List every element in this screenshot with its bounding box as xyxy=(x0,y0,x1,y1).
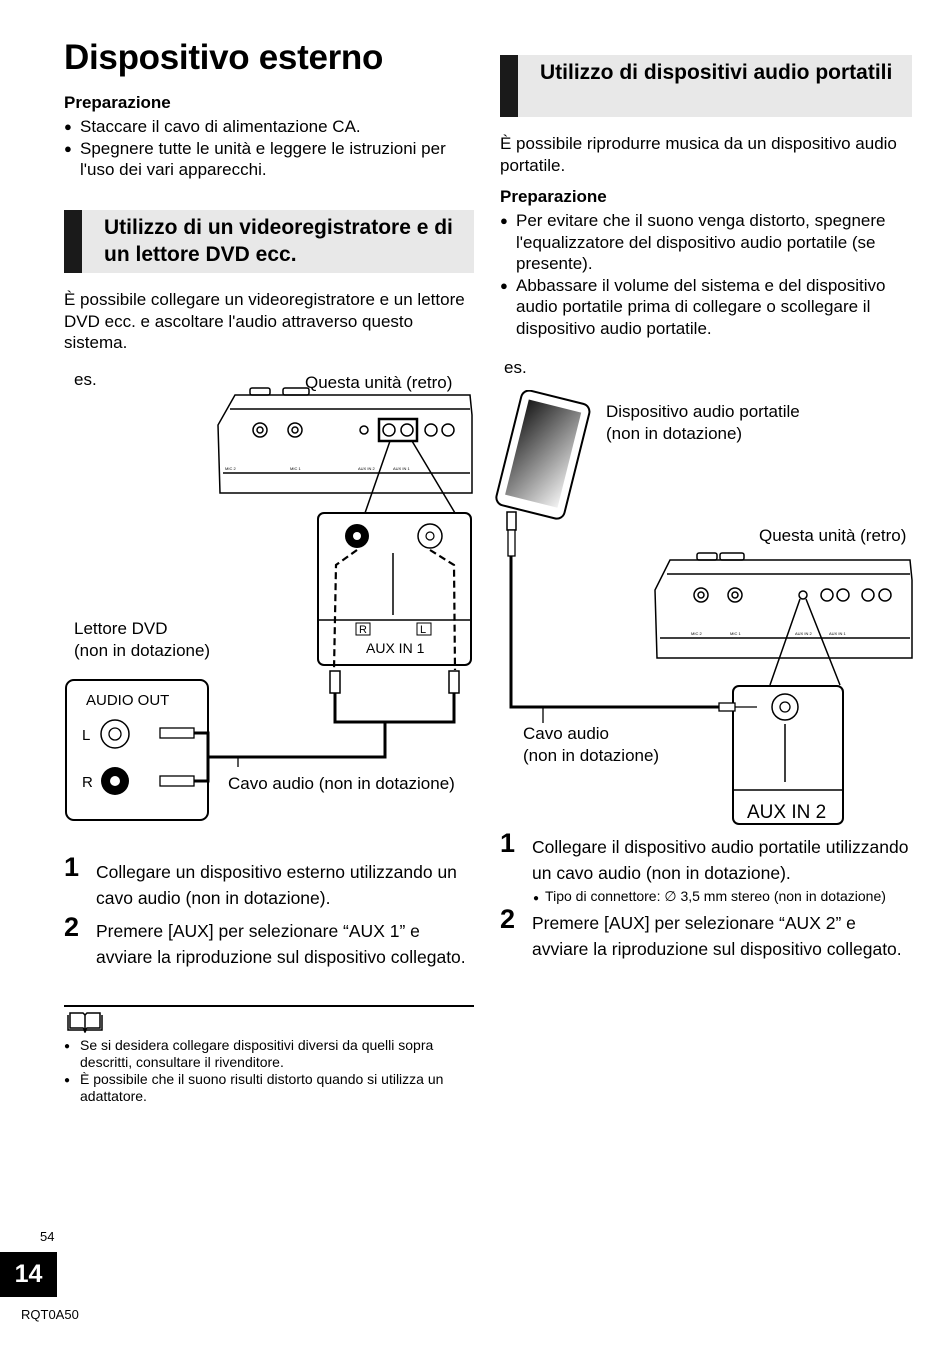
aux-in-1-label: AUX IN 1 xyxy=(366,640,425,656)
step-text: Premere [AUX] per selezionare “AUX 2” e … xyxy=(532,913,902,959)
audio-out-label: AUDIO OUT xyxy=(86,692,169,709)
zoom-label-l: L xyxy=(420,624,426,636)
unit-port-labels: MIC 2 MIC 1 AUX IN 2 AUX IN 1 xyxy=(225,466,410,471)
left-prep-title: Preparazione xyxy=(64,93,171,112)
dvd-l-label: L xyxy=(82,727,90,744)
svg-text:AUX IN 2: AUX IN 2 xyxy=(358,466,375,471)
aux-in-2-label: AUX IN 2 xyxy=(747,802,826,823)
right-cable-label-2: (non in dotazione) xyxy=(523,746,660,765)
left-unit-label: Questa unità (retro) xyxy=(305,373,453,392)
device-label-1: Dispositivo audio portatile xyxy=(606,402,800,421)
svg-text:MIC 1: MIC 1 xyxy=(730,631,741,636)
list-item: Per evitare che il suono venga distorto,… xyxy=(500,210,912,275)
dvd-label-2: (non in dotazione) xyxy=(74,641,211,660)
unit-back-panel xyxy=(217,387,473,494)
svg-text:AUX IN 1: AUX IN 1 xyxy=(829,631,846,636)
right-prep-list: Per evitare che il suono venga distorto,… xyxy=(500,210,912,339)
page-title: Dispositivo esterno xyxy=(64,38,384,77)
left-intro: È possibile collegare un videoregistrato… xyxy=(64,290,465,352)
step-text: Premere [AUX] per selezionare “AUX 1” e … xyxy=(96,921,466,967)
svg-text:MIC 1: MIC 1 xyxy=(290,466,301,471)
unit-jacks xyxy=(252,417,455,443)
unit-jacks xyxy=(693,587,892,603)
step-number: 2 xyxy=(64,912,80,942)
right-es-label: es. xyxy=(504,358,527,377)
svg-text:MIC 2: MIC 2 xyxy=(225,466,236,471)
right-section-heading: Utilizzo di dispositivi audio portatili xyxy=(500,55,912,117)
step-text: Collegare il dispositivo audio portatile… xyxy=(532,837,909,883)
svg-text:AUX IN 2: AUX IN 2 xyxy=(795,631,812,636)
portable-device xyxy=(495,390,591,520)
small-page-number: 54 xyxy=(40,1229,55,1244)
left-section-heading: Utilizzo di un videoregistratore e di un… xyxy=(64,210,474,273)
left-connection-diagram: MIC 2 MIC 1 AUX IN 2 AUX IN 1 R L AUX IN 1… xyxy=(65,387,473,821)
list-item: Abbassare il volume del sistema e del di… xyxy=(500,275,912,340)
note-list: Se si desidera collegare dispositivi div… xyxy=(64,1037,474,1105)
svg-text:MIC 2: MIC 2 xyxy=(691,631,702,636)
dvd-r-label: R xyxy=(82,774,93,791)
list-item: Staccare il cavo di alimentazione CA. xyxy=(64,116,474,138)
dvd-label-1: Lettore DVD xyxy=(74,619,168,638)
page-number-box: 14 xyxy=(0,1252,57,1297)
device-label-2: (non in dotazione) xyxy=(606,424,743,443)
note-divider xyxy=(64,1005,474,1007)
left-prep-list: Staccare il cavo di alimentazione CA. Sp… xyxy=(64,116,474,181)
step-number: 1 xyxy=(64,852,80,882)
step-number: 2 xyxy=(500,904,516,934)
connector-note-text: Tipo di connettore: ∅ 3,5 mm stereo (non… xyxy=(545,888,886,904)
list-item: Spegnere tutte le unità e leggere le ist… xyxy=(64,138,474,181)
right-intro: È possibile riprodurre musica da un disp… xyxy=(500,134,897,175)
step-text: Collegare un dispositivo esterno utilizz… xyxy=(96,862,457,908)
step-number: 1 xyxy=(500,828,516,858)
bullet-icon: ● xyxy=(533,893,540,904)
list-item: È possibile che il suono risulti distort… xyxy=(64,1071,474,1105)
unit-back-panel xyxy=(654,552,913,659)
left-es-label: es. xyxy=(74,370,97,389)
right-connection-diagram: MIC 2 MIC 1 AUX IN 2 AUX IN 1 AUX IN 2 xyxy=(495,390,913,825)
svg-text:AUX IN 1: AUX IN 1 xyxy=(393,466,410,471)
left-cable-label: Cavo audio (non in dotazione) xyxy=(228,774,455,793)
page-number: 14 xyxy=(14,1260,43,1288)
doc-code: RQT0A50 xyxy=(21,1307,79,1322)
right-prep-title: Preparazione xyxy=(500,187,607,206)
right-unit-label: Questa unità (retro) xyxy=(759,526,907,545)
connector-note: ● Tipo di connettore: ∅ 3,5 mm stereo (no… xyxy=(533,888,886,905)
unit-port-labels: MIC 2 MIC 1 AUX IN 2 AUX IN 1 xyxy=(691,631,846,636)
list-item: Se si desidera collegare dispositivi div… xyxy=(64,1037,474,1071)
right-cable-label-1: Cavo audio xyxy=(523,724,610,743)
zoom-label-r: R xyxy=(359,624,367,636)
book-icon xyxy=(67,1012,103,1033)
